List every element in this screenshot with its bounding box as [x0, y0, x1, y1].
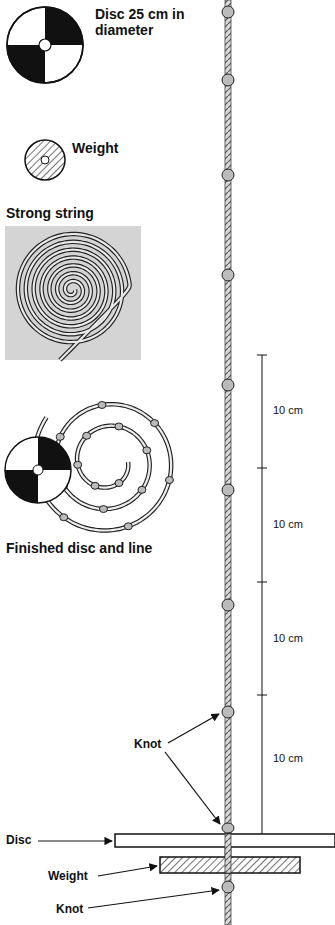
- part-label: Disc 25 cm in diameter: [95, 6, 205, 38]
- part-label: Strong string: [6, 205, 94, 221]
- part-label: Finished disc and line: [6, 540, 152, 556]
- dimension-label: 10 cm: [273, 404, 303, 417]
- dimension-label: 10 cm: [273, 752, 303, 765]
- secchi-disc: [7, 7, 83, 83]
- part-label: Weight: [72, 140, 118, 156]
- dimension-label: 10 cm: [273, 518, 303, 531]
- finished-disc-line: [30, 401, 173, 530]
- scale-bar: [257, 355, 267, 838]
- dimension-label: 10 cm: [273, 632, 303, 645]
- knot: [222, 823, 234, 833]
- part-label: Disc: [6, 834, 31, 848]
- part-label: Weight: [48, 870, 88, 884]
- leader-lines: [38, 714, 220, 908]
- knotted-line: [225, 0, 231, 925]
- string-coil-background: [5, 226, 141, 360]
- weight-washer: [25, 140, 65, 180]
- part-label: Knot: [56, 903, 83, 917]
- string-coil: [18, 234, 130, 360]
- rope-knots: [222, 6, 234, 718]
- part-label: Knot: [134, 738, 161, 752]
- line-through-disc: [225, 834, 231, 873]
- knot: [222, 881, 234, 893]
- finished-disc: [5, 437, 71, 503]
